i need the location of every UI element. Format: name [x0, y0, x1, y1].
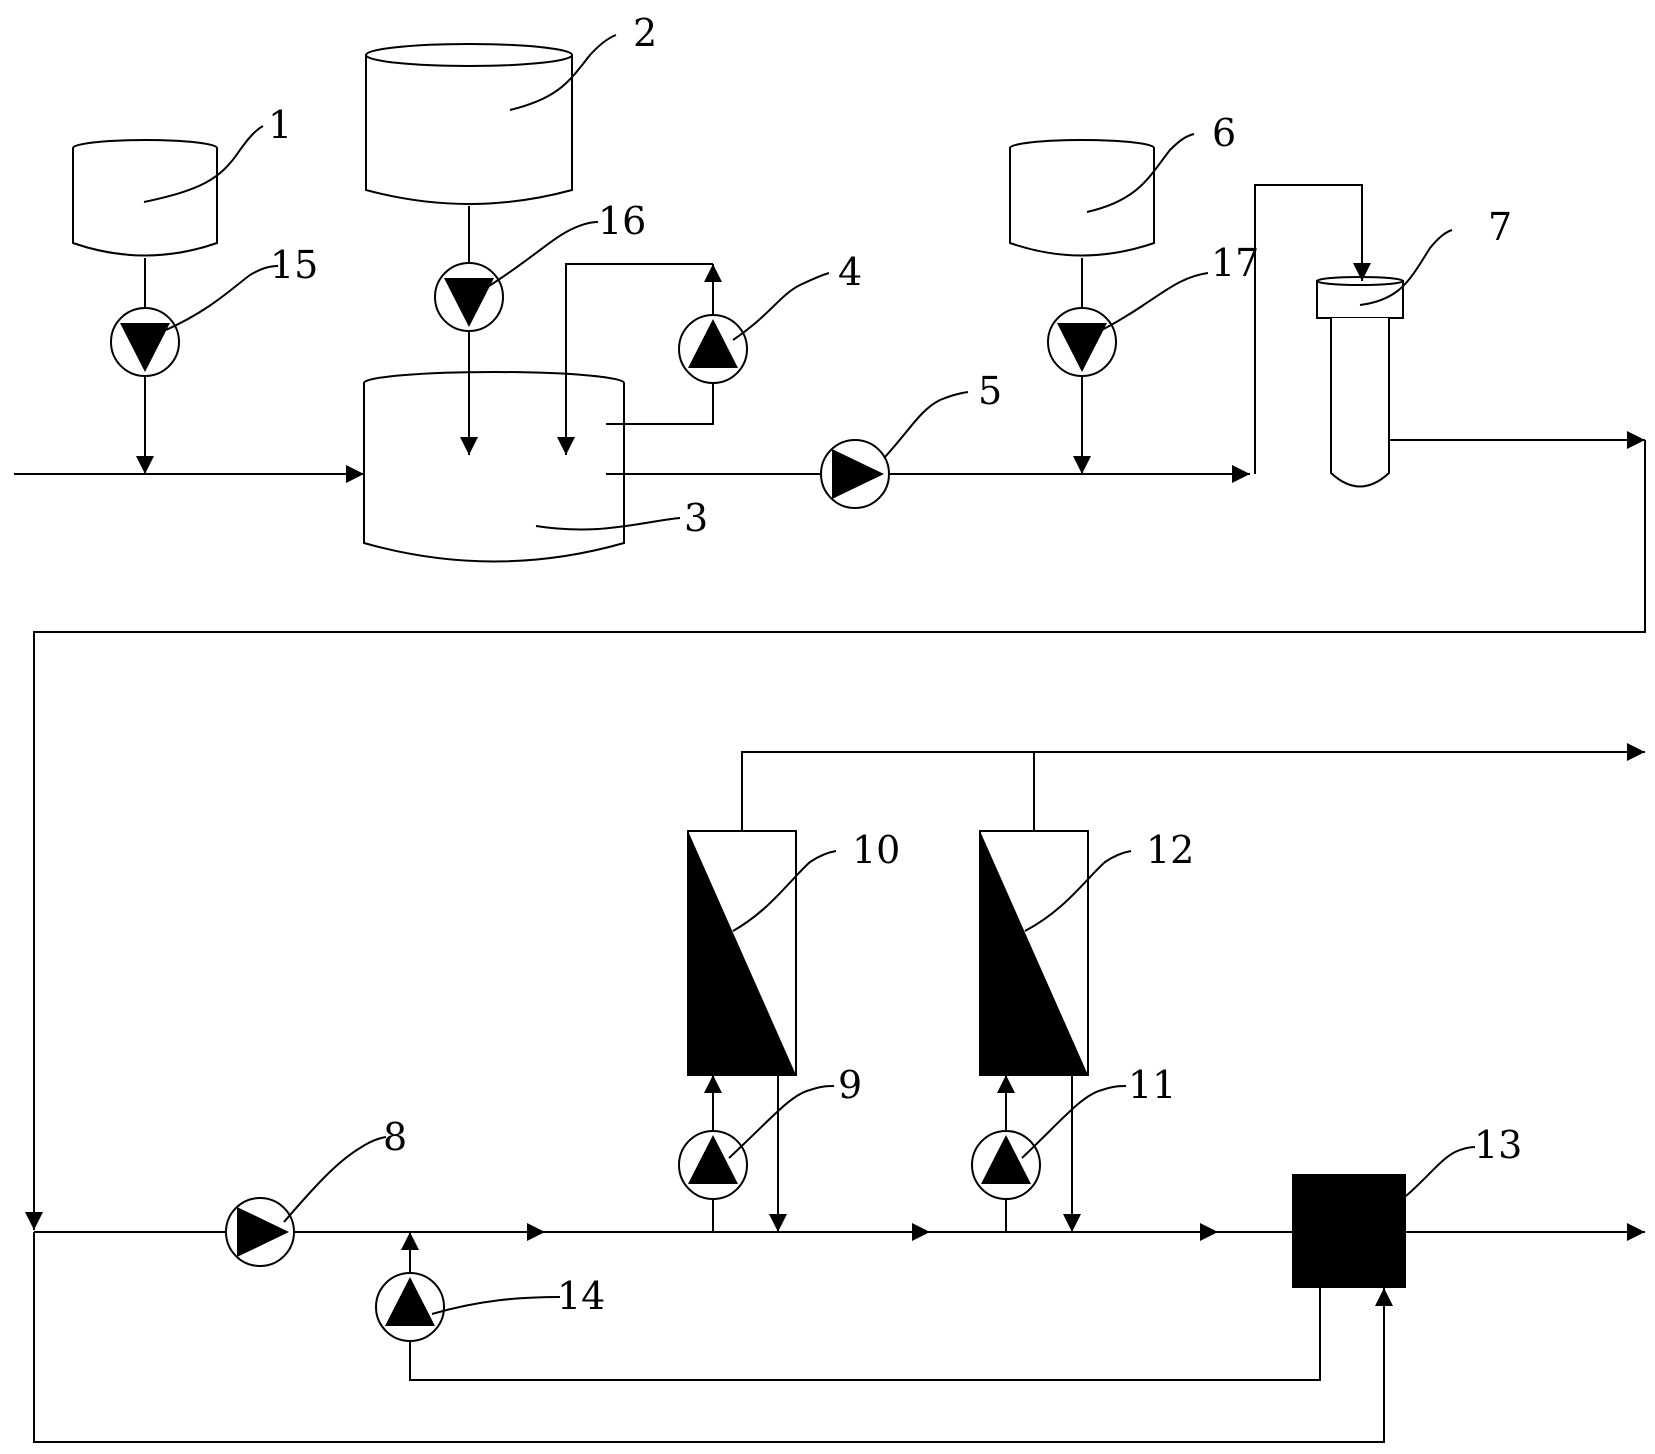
unit-13 — [1292, 1174, 1406, 1288]
label-11: 11 — [1128, 1063, 1176, 1107]
pipe-13-to-pump14 — [409, 1288, 1321, 1381]
label-7: 7 — [1488, 205, 1512, 249]
label-8: 8 — [383, 1115, 407, 1159]
label-15: 15 — [270, 243, 318, 287]
reactor-3 — [363, 371, 625, 563]
pipe-bypass — [33, 1232, 1393, 1443]
tank-2 — [365, 43, 573, 205]
pump-15 — [110, 307, 180, 377]
label-17: 17 — [1211, 241, 1259, 285]
label-4: 4 — [838, 250, 862, 294]
pipe-recycle-pump4 — [606, 383, 714, 425]
pipe-recycle-return — [557, 263, 713, 455]
label-3: 3 — [684, 496, 708, 540]
label-13: 13 — [1474, 1123, 1522, 1167]
label-10: 10 — [852, 828, 900, 872]
module-10 — [687, 830, 797, 1076]
label-6: 6 — [1212, 111, 1236, 155]
unit-7 — [1316, 276, 1404, 488]
label-5: 5 — [978, 369, 1002, 413]
pipe-to-unit7 — [1254, 184, 1371, 474]
pump-9 — [678, 1130, 748, 1200]
label-1: 1 — [268, 103, 292, 147]
label-9: 9 — [838, 1063, 862, 1107]
pump-4 — [678, 314, 748, 384]
module-12 — [979, 830, 1089, 1076]
label-16: 16 — [598, 199, 646, 243]
pipe-connector — [25, 440, 1646, 1230]
leader-lines — [143, 34, 1476, 1315]
pump-16 — [434, 262, 504, 332]
tank-1 — [72, 139, 218, 257]
pump-5 — [820, 439, 890, 509]
label-12: 12 — [1146, 828, 1194, 872]
label-2: 2 — [633, 11, 657, 55]
pipe-permeate-out — [741, 743, 1645, 831]
label-14: 14 — [557, 1274, 605, 1318]
pump-11 — [971, 1130, 1041, 1200]
pump-8 — [225, 1197, 295, 1267]
pump-14 — [375, 1272, 445, 1342]
tank-6 — [1009, 139, 1155, 257]
pump-17 — [1047, 307, 1117, 377]
